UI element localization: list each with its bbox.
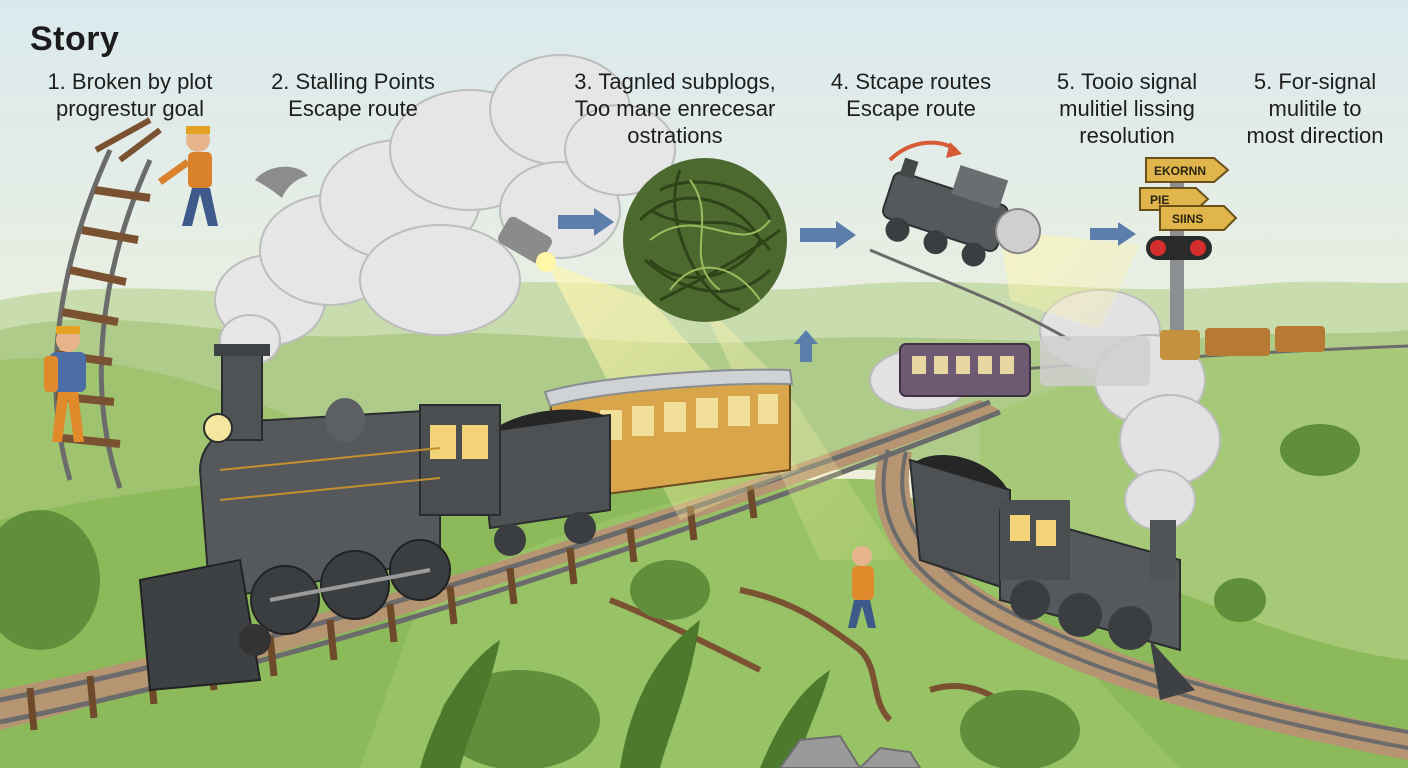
- coach-windows-far: [912, 356, 1014, 374]
- step-3-label: 3. Tagnled subplogs, Too mane enrecesar …: [560, 68, 790, 149]
- main-locomotive: [138, 344, 501, 692]
- tilted-train: [882, 157, 1041, 267]
- step-6-label: 5. For-signal mulitile to most direction: [1228, 68, 1402, 149]
- step-4-line-1: 4. Stcape routes: [830, 69, 992, 94]
- step-3-line-3: ostrations: [627, 123, 723, 148]
- curved-arrow-head: [946, 142, 962, 158]
- arrow-1: [558, 208, 614, 236]
- step-2-line-2: Escape route: [288, 96, 418, 121]
- curve-rail-a: [881, 449, 1408, 750]
- curve-locomotive: [908, 454, 1195, 700]
- step-6-line-1: 5. For-signal: [1253, 69, 1377, 94]
- curve-track-bed: [874, 450, 1408, 760]
- step-5-line-2: mulitiel lissing: [1059, 96, 1195, 121]
- curve-rail-b: [900, 451, 1408, 734]
- light-beam-b: [1000, 230, 1140, 330]
- step-5-label: 5. Tooio signal mulitiel lissing resolut…: [1022, 68, 1232, 149]
- flying-debris: [255, 166, 308, 198]
- worker-bottom: [44, 326, 86, 442]
- step-1-line-1: 1. Broken by plot: [47, 69, 213, 94]
- main-tender: [478, 409, 611, 556]
- smoke-cloud: [214, 54, 676, 366]
- step-5-line-3: resolution: [1079, 123, 1175, 148]
- arrow-3: [1090, 222, 1136, 246]
- step-2-label: 2. Stalling Points Escape route: [248, 68, 458, 122]
- rocks: [778, 734, 922, 768]
- tangled-subplot-ball: [623, 158, 787, 322]
- sign-label-2: PIE: [1150, 193, 1169, 207]
- step-6-line-2: mulitile to: [1268, 96, 1362, 121]
- step-1-label: 1. Broken by plot progrestur goal: [30, 68, 230, 122]
- sign-label-3: SIINS: [1172, 212, 1203, 226]
- step-6-line-3: most direction: [1246, 123, 1384, 148]
- foreground-leaves: [420, 620, 830, 768]
- step-1-line-2: progrestur goal: [56, 96, 204, 121]
- step-2-line-1: 2. Stalling Points: [271, 69, 435, 94]
- far-coaches: [899, 326, 1325, 397]
- step-4-label: 4. Stcape routes Escape route: [816, 68, 1006, 122]
- signpost: EKORNN PIE SIINS: [1139, 157, 1238, 231]
- step-4-line-2: Escape route: [846, 96, 976, 121]
- light-beam-c: [700, 300, 900, 560]
- worker-vines: [848, 546, 876, 628]
- tilted-track: [869, 248, 1071, 342]
- page-title: Story: [30, 20, 120, 58]
- worker-top: [157, 126, 218, 226]
- sign-label-1: EKORNN: [1154, 164, 1206, 178]
- arrow-up: [794, 330, 818, 362]
- step-3-line-2: Too mane enrecesar: [574, 96, 776, 121]
- step-3-line-1: 3. Tagnled subplogs,: [574, 69, 776, 94]
- spotlight: [498, 216, 552, 264]
- step-5-line-1: 5. Tooio signal: [1056, 69, 1198, 94]
- arrow-2: [800, 221, 856, 249]
